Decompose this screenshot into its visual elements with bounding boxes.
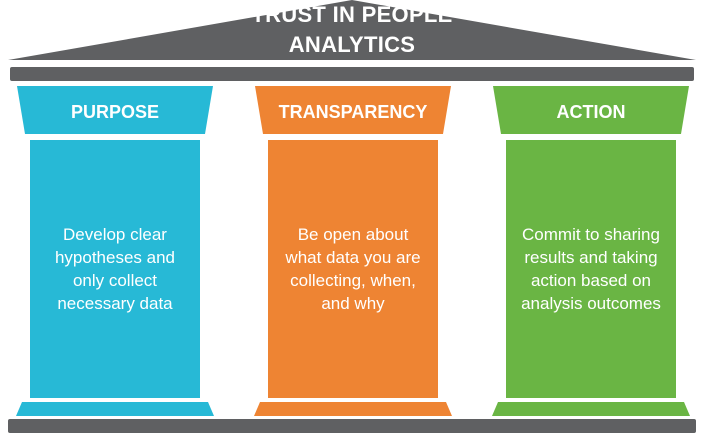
pillar-purpose-base [16,402,214,416]
pillar-transparency-line: collecting, when, [290,271,416,290]
pillar-action-body: Commit to sharing results and taking act… [506,140,676,398]
pillar-action-line: action based on [530,271,652,290]
pillar-action-capital [493,86,689,134]
pillar-action-shaft [506,140,676,398]
title-line-1: TRUST IN PEOPLE [251,2,453,27]
pillar-transparency-line: what data you are [285,248,421,267]
pillar-purpose-line: only collect [72,271,158,290]
pillar-transparency-line: Be open about [297,225,409,244]
pillar-purpose-line: Develop clear [63,225,167,244]
pillar-transparency-header: TRANSPARENCY [278,101,428,122]
pillar-action-base [492,402,690,416]
pillar-transparency-base [254,402,452,416]
pillar-transparency-capital [255,86,451,134]
roof-beam [10,67,694,81]
pillar-action-line: analysis outcomes [521,294,661,313]
pillar-action-header: ACTION [556,101,626,122]
pillar-purpose-capital [17,86,213,134]
pillar-purpose-header: PURPOSE [70,101,160,122]
pillar-transparency-shaft [268,140,438,398]
pillar-purpose-line: necessary data [57,294,173,313]
pillar-purpose-shaft [30,140,200,398]
pillar-purpose-line: hypotheses and [54,248,176,267]
pillar-action-line: results and taking [524,248,658,267]
pillar-transparency-body: Be open about what data you are collecti… [268,140,438,398]
pillar-purpose-body: Develop clear hypotheses and only collec… [30,140,200,398]
temple-floor [8,419,696,433]
roof-pediment [8,0,696,60]
pillar-transparency-line: and why [321,294,385,313]
diagram-title: TRUST IN PEOPLE ANALYTICS [170,0,534,60]
title-line-2: ANALYTICS [288,32,416,57]
pillar-action-line: Commit to sharing [522,225,660,244]
